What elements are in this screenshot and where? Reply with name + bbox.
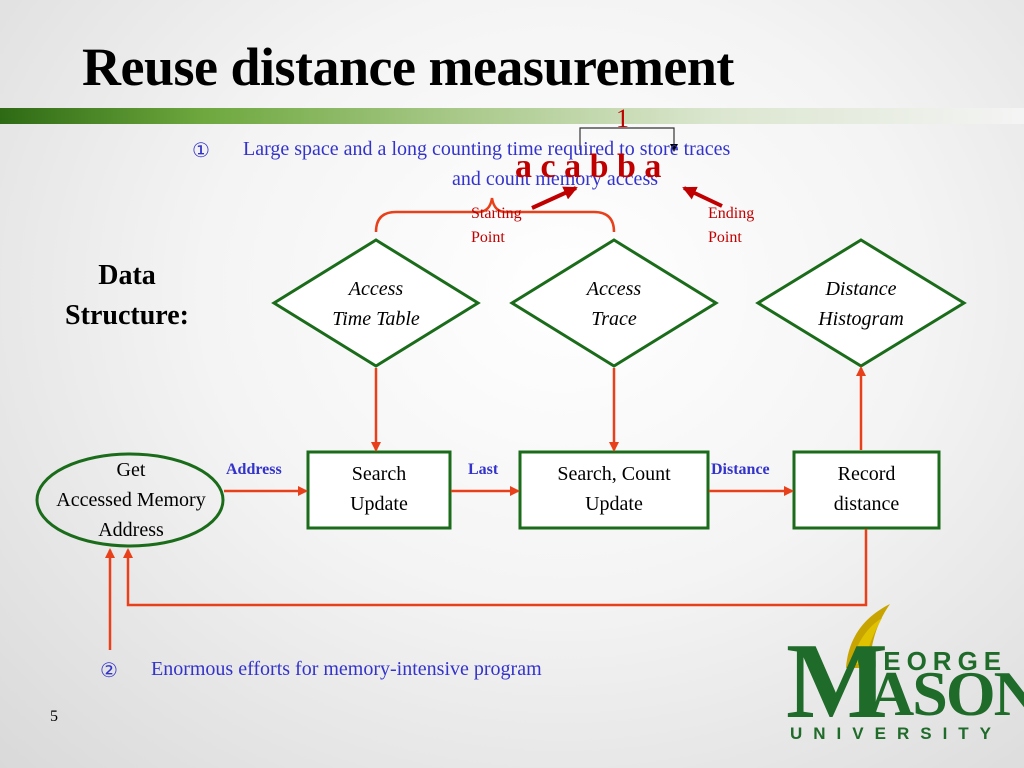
logo-flame-inner-icon (852, 618, 882, 664)
step-line2: distance (833, 493, 900, 515)
step-line1: Record (837, 463, 896, 485)
note2-marker: ② (100, 660, 118, 682)
node-line2: Trace (591, 308, 637, 330)
start-line3: Address (98, 519, 164, 541)
note1-marker: ① (192, 140, 210, 162)
reuse-distance-bracket (579, 127, 678, 152)
ending-point-arrow (682, 186, 723, 208)
start-get-address: Get Accessed Memory Address (26, 455, 236, 545)
ending-point-label: Ending Point (708, 202, 754, 250)
edge-label-address: Address (226, 461, 282, 478)
ellipse-get-address (35, 452, 225, 548)
step-line1: Search, Count (557, 463, 671, 485)
reuse-distance-value: 1 (616, 104, 629, 133)
node-access-time-table: Access Time Table (296, 274, 456, 334)
node-line2: Time Table (332, 308, 420, 330)
logo-ason: ASON (868, 658, 1024, 729)
node-line1: Access (586, 278, 642, 300)
box-search-count-update (518, 450, 710, 530)
title-gradient-bar (0, 108, 1024, 124)
node-distance-histogram: Distance Histogram (781, 274, 941, 334)
note1-line2: and count memory access (451, 168, 659, 190)
access-sequence: a c a b b a (515, 148, 662, 185)
node-access-trace: Access Trace (534, 274, 694, 334)
starting-point-arrow (531, 186, 578, 210)
logo-university: UNIVERSITY (790, 724, 1003, 743)
starting-point-line1: Starting (471, 205, 522, 222)
page-number: 5 (50, 708, 58, 725)
logo-m: M (786, 622, 888, 741)
note2-text: Enormous efforts for memory-intensive pr… (151, 658, 542, 680)
node-line1: Distance (825, 278, 897, 300)
note1-line1: Large space and a long counting time req… (243, 138, 731, 160)
ending-point-line2: Point (708, 229, 742, 246)
box-search-update (306, 450, 452, 530)
starting-point-line2: Point (471, 229, 505, 246)
data-structure-brace (374, 197, 616, 233)
ending-point-line1: Ending (708, 205, 755, 222)
node-line1: Access (348, 278, 404, 300)
data-structure-label: Data Structure: (52, 256, 202, 336)
node-line2: Histogram (818, 308, 904, 330)
data-structure-line2: Structure: (65, 300, 189, 331)
start-line2: Accessed Memory (56, 489, 206, 511)
diamond-access-time-table (271, 238, 481, 368)
box-record-distance (792, 450, 941, 530)
edge-label-distance: Distance (711, 461, 770, 478)
arrow-feedback-loop (123, 529, 868, 607)
data-structure-line1: Data (98, 260, 156, 291)
step-line2: Update (585, 493, 643, 515)
starting-point-label: Starting Point (471, 202, 522, 250)
logo-george: GEORGE (857, 646, 1008, 676)
step-record-distance: Record distance (794, 459, 939, 519)
start-line1: Get (116, 459, 146, 481)
step-line1: Search (351, 463, 407, 485)
step-search-update: Search Update (308, 459, 450, 519)
diamond-access-trace (509, 238, 719, 368)
step-search-count-update: Search, Count Update (520, 459, 708, 519)
edge-label-last: Last (468, 461, 499, 478)
step-line2: Update (350, 493, 408, 515)
slide-title: Reuse distance measurement (82, 37, 734, 97)
